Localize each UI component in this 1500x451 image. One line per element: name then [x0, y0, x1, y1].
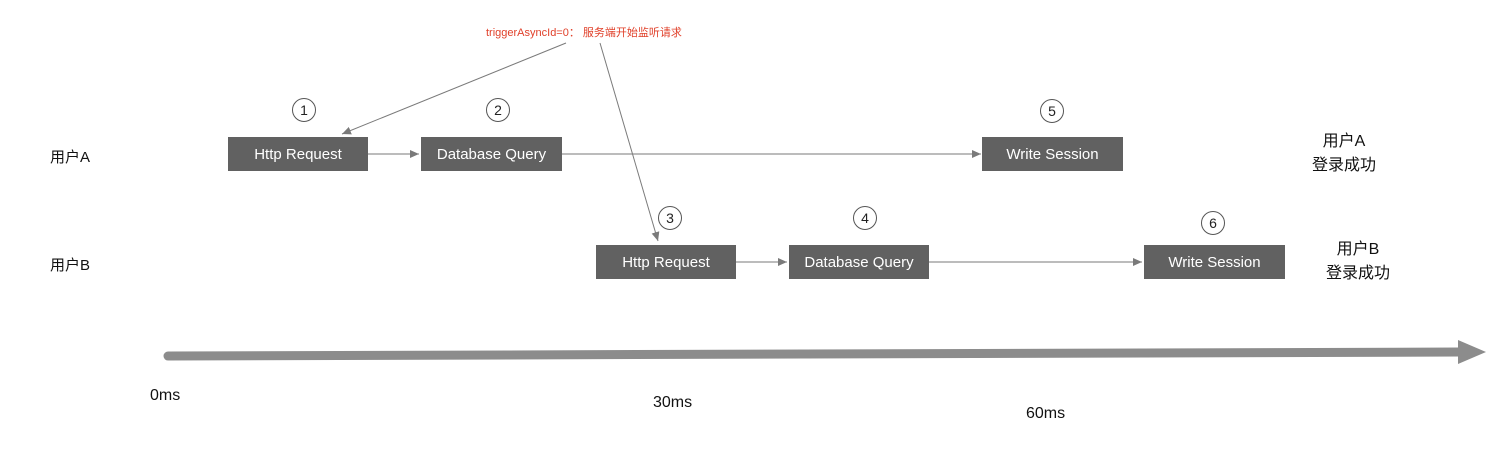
user-b-result: 用户B 登录成功	[1316, 238, 1400, 286]
step-5-badge: 5	[1040, 99, 1064, 123]
user-a-result-name: 用户A	[1322, 133, 1366, 150]
annotation-text: triggerAsyncId=0： 服务端开始监听请求	[486, 27, 682, 39]
annotation-pointer-to-step-3	[599, 42, 660, 242]
timeline-tick-30ms: 30ms	[653, 394, 693, 411]
step-4-badge: 4	[853, 206, 877, 230]
write-session-box-b: Write Session	[1144, 245, 1285, 279]
step-6-badge: 6	[1201, 211, 1225, 235]
step-3-badge: 3	[658, 206, 682, 230]
user-b-result-status: 登录成功	[1325, 265, 1390, 282]
write-session-box-a: Write Session	[982, 137, 1123, 171]
user-b-label: 用户B	[50, 257, 91, 274]
database-query-box-a: Database Query	[421, 137, 562, 171]
user-a-result-status: 登录成功	[1311, 157, 1376, 174]
user-a-result: 用户A 登录成功	[1302, 130, 1386, 178]
timeline-tick-0ms: 0ms	[150, 387, 181, 404]
step-1-badge: 1	[292, 98, 316, 122]
http-request-box-b: Http Request	[596, 245, 736, 279]
http-request-box-a: Http Request	[228, 137, 368, 171]
annotation-pointer-to-step-1	[341, 42, 567, 135]
user-a-label: 用户A	[50, 149, 91, 166]
user-b-result-name: 用户B	[1336, 241, 1380, 258]
step-2-badge: 2	[486, 98, 510, 122]
database-query-box-b: Database Query	[789, 245, 929, 279]
timeline-tick-60ms: 60ms	[1026, 405, 1066, 422]
timeline-arrowhead	[1458, 340, 1486, 364]
timeline-bar	[163, 347, 1467, 361]
